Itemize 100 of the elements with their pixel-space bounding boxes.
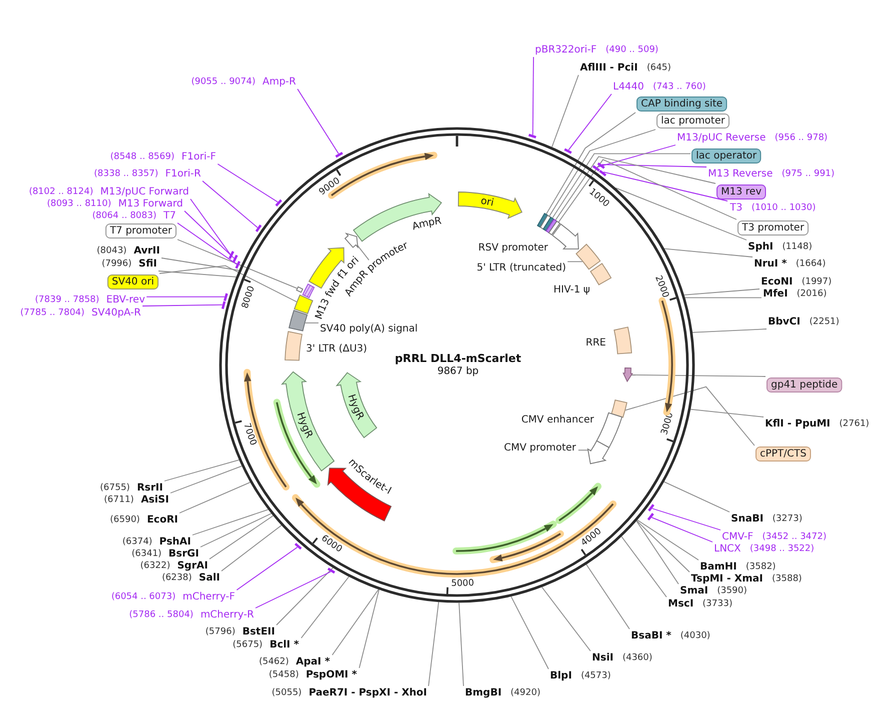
leader-line xyxy=(558,159,737,222)
feature-tag xyxy=(656,114,730,128)
enzyme-name: MfeI xyxy=(763,288,788,300)
leader-line xyxy=(170,466,242,494)
primer-mark xyxy=(647,512,654,520)
primer-range: (3452 .. 3472) xyxy=(762,532,826,542)
cut-position: (5458) xyxy=(268,670,299,680)
cut-position: (3582) xyxy=(746,562,776,572)
feature-tag xyxy=(766,378,842,392)
primer-name: M13/pUC Forward xyxy=(100,186,189,198)
feature-block xyxy=(288,310,308,332)
feature-name: CAP binding site xyxy=(641,98,723,110)
primer-name: M13 Forward xyxy=(118,198,183,210)
leader-line xyxy=(586,564,630,630)
leader-line xyxy=(177,239,298,289)
leader-line xyxy=(192,509,269,536)
primer-mark xyxy=(221,301,226,310)
leader-line xyxy=(200,513,272,548)
leader-line xyxy=(142,304,223,306)
enzyme-name: AvrII xyxy=(134,246,160,256)
primer-range: (743 .. 760) xyxy=(653,82,706,92)
cut-position: (5462) xyxy=(258,657,289,667)
enzyme-name: SnaBI xyxy=(731,514,764,524)
leader-line xyxy=(356,244,370,260)
feature-name: ori xyxy=(480,195,495,208)
leader-line xyxy=(541,586,591,652)
cut-position: (3733) xyxy=(702,599,732,609)
primer-mark xyxy=(564,148,572,154)
primer-name: L4440 xyxy=(613,82,644,92)
cut-position: (4920) xyxy=(510,688,540,698)
primer-range: (956 .. 978) xyxy=(774,133,828,143)
leader-line xyxy=(177,222,238,265)
leader-line xyxy=(636,520,699,560)
position-label: 5000 xyxy=(451,578,474,590)
primer-mark xyxy=(592,165,600,172)
leader-line xyxy=(255,571,332,608)
feature-name: RRE xyxy=(586,338,606,348)
leader-line xyxy=(615,188,747,240)
cut-position: (1148) xyxy=(782,242,812,252)
primer-range: (6054 .. 6073) xyxy=(111,592,176,602)
leader-line xyxy=(664,481,730,512)
enzyme-name: BlpI xyxy=(550,670,572,682)
enzyme-name: MscI xyxy=(668,598,694,610)
feature-name: cPPT/CTS xyxy=(760,448,806,460)
cut-position: (2761) xyxy=(839,419,870,429)
primer-name: Amp-R xyxy=(262,76,296,88)
leader-line xyxy=(549,129,656,216)
primer-range: (5786 .. 5804) xyxy=(129,610,194,620)
feature-name: SV40 poly(A) signal xyxy=(320,324,418,334)
feature-name: SV40 ori xyxy=(112,276,154,288)
leader-line xyxy=(630,374,766,377)
leader-line xyxy=(300,576,350,638)
feature-name: 3' LTR (ΔU3) xyxy=(306,344,368,354)
leader-line xyxy=(546,112,636,214)
cut-position: (3590) xyxy=(717,586,748,596)
leader-line xyxy=(332,589,379,656)
cut-position: (2251) xyxy=(809,317,840,327)
enzyme-name: BclI * xyxy=(270,640,299,650)
feature-tag xyxy=(107,274,158,290)
feature-tag xyxy=(716,184,766,200)
enzyme-name: BsaBI * xyxy=(631,630,672,642)
feature-name: HIV-1 ψ xyxy=(554,284,590,296)
primer-mark xyxy=(224,293,228,302)
enzyme-name: EcoRI xyxy=(146,514,178,526)
primer-name: M13 Reverse xyxy=(708,168,773,180)
leader-line xyxy=(601,164,707,168)
plasmid-size: 9867 bp xyxy=(437,366,479,377)
leader-line xyxy=(651,517,713,542)
primer-mark xyxy=(528,134,536,138)
feature-name: 5' LTR (truncated) xyxy=(476,262,566,274)
enzyme-name: SalI xyxy=(198,572,220,584)
primer-range: (9055 .. 9074) xyxy=(191,77,256,87)
cut-position: (1664) xyxy=(796,259,826,269)
primer-name: F1ori-R xyxy=(165,168,201,180)
cut-position: (6590) xyxy=(110,515,140,525)
cut-position: (6374) xyxy=(122,537,152,547)
feature-name: gp41 peptide xyxy=(771,380,838,390)
feature-name: lac operator xyxy=(696,150,757,162)
cut-position: (2016) xyxy=(796,289,827,299)
feature-segment xyxy=(622,367,633,382)
leader-line xyxy=(636,520,690,572)
primer-name: CMV-F xyxy=(722,532,754,542)
primer-range: (3498 .. 3522) xyxy=(750,544,814,554)
enzyme-name: AsiSI xyxy=(140,494,169,506)
leader-line xyxy=(358,589,380,668)
feature-tag xyxy=(105,224,176,238)
feature-segment xyxy=(587,440,610,464)
primer-mark xyxy=(648,504,654,512)
cut-position: (7996) xyxy=(102,259,132,269)
leader-line xyxy=(158,270,237,278)
leader-line xyxy=(276,567,334,626)
primer-mark xyxy=(294,542,302,550)
leader-line xyxy=(304,322,319,324)
feature-name: lac promoter xyxy=(661,116,725,126)
primer-mark xyxy=(599,170,606,176)
primer-name: LNCX xyxy=(714,544,741,554)
enzyme-name: PspOMI * xyxy=(306,670,357,680)
enzyme-name: SphI xyxy=(748,242,774,252)
feature-name: RSV promoter xyxy=(478,242,548,254)
primer-name: EBV-rev xyxy=(106,294,145,306)
